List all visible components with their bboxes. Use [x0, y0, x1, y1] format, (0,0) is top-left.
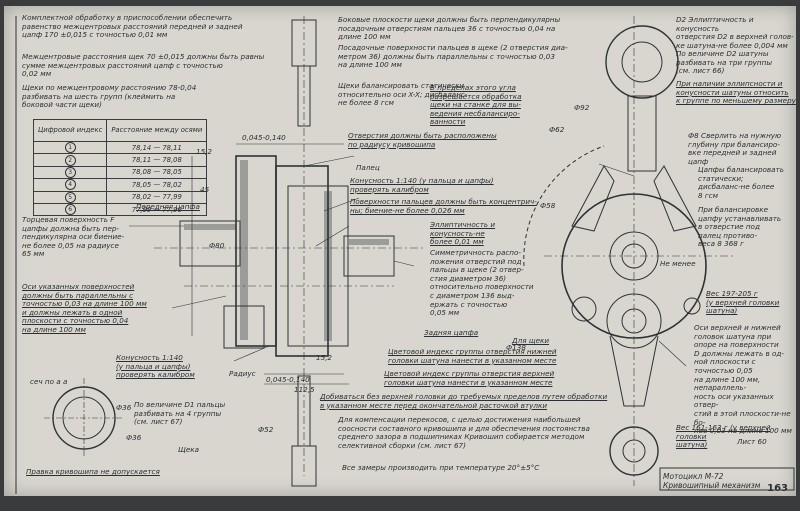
- dim-8: Ф36: [116, 403, 132, 412]
- note-ellipse-group: При наличии эллипсности и конусности шат…: [676, 79, 796, 106]
- note-ellipse: Эллиптичность и конусность-не более 0,01…: [430, 220, 496, 247]
- label-radius: Радиус: [229, 369, 256, 378]
- note-seat-parallel: Посадочные поверхности пальцев в щеке (2…: [338, 43, 568, 70]
- note-d2-groups: По величине D2 шатуны разбивать на три г…: [676, 49, 772, 76]
- dim-12: Ф80: [209, 241, 225, 250]
- note-weight-2: Вес 161-163 г (у верхней головки шатуна): [676, 423, 771, 450]
- note-color-lower: Цветовой индекс группы отверстия нижней …: [388, 347, 557, 365]
- note-journal-balance: Цапфы балансировать статически; дисбалан…: [698, 165, 784, 200]
- dim-7: Ф138: [506, 343, 526, 352]
- note-d2-ellipse: D2 Эллиптичность и конусность отверстия …: [676, 15, 794, 50]
- note-cheek-groups: Щеки по межцентровому расстоянию 78-0,04…: [22, 83, 197, 110]
- note-selective-assembly: Для компенсации перекосов, с целью дости…: [338, 415, 590, 450]
- note-balance-rule: При балансировке цапфу устанавливать в о…: [698, 205, 782, 249]
- dim-2: 15,2: [196, 147, 213, 156]
- note-angle-limits: В пределах этого угла разрешается обрабо…: [430, 83, 522, 127]
- technical-drawing: [15, 16, 795, 494]
- label-pin: Палец: [356, 163, 380, 172]
- title-model: Мотоцикл М-72: [663, 472, 724, 481]
- note-balance-cheek: Щеки балансировать статически относитель…: [338, 81, 468, 108]
- note-pin-runout: Поверхности пальцев должны быть концентр…: [350, 197, 537, 215]
- dim-3: 45: [200, 185, 210, 194]
- note-cheek-distances: Межцентровые расстояния щек 70 ±0,015 до…: [22, 52, 265, 79]
- note-equal-distances: Комплектной обработку в приспособлении о…: [22, 13, 243, 40]
- note-holes-radius: Отверстия должны быть расположены по рад…: [348, 131, 497, 149]
- dim-13: Ф52: [258, 425, 274, 434]
- dim-10: Ф58: [540, 201, 556, 210]
- dim-14: Ф92: [574, 103, 590, 112]
- note-taper-left: Конусность 1:140 (у пальца и цапфы) пров…: [116, 353, 195, 380]
- note-no-straightening: Правка кривошипа не допускается: [26, 467, 160, 476]
- note-axes-parallel: Оси указанных поверхностей должны быть п…: [22, 282, 147, 334]
- label-sheet: Лист 60: [737, 437, 767, 446]
- label-cheek: Щека: [178, 445, 200, 454]
- note-d1-groups: По величине D1 пальцы разбивать на 4 гру…: [134, 400, 226, 427]
- dim-6: 15,2: [316, 353, 333, 362]
- note-temperature: Все замеры производить при температуре 2…: [342, 463, 540, 472]
- drawing-sheet: Комплектной обработку в приспособлении о…: [4, 6, 796, 496]
- dim-4: 0,045-0,140: [266, 375, 310, 384]
- note-upper-head-machining: Добиваться без верхней головки до требуе…: [320, 392, 608, 410]
- label-rear-journal: Задняя цапфа: [424, 328, 479, 337]
- label-for-cheek: Для щеки: [512, 336, 550, 345]
- group-table: Цифровой индекс Расстояние между осями 1…: [32, 119, 208, 217]
- note-color-upper: Цветовой индекс группы отверстия верхней…: [384, 369, 555, 387]
- note-weight-upper: Вес 197-205 г (у верхней головки шатуна): [706, 289, 780, 316]
- note-face-runout: Торцевая поверхность F цапфы должна быть…: [22, 215, 125, 259]
- title-part: Кривошипный механизм: [663, 481, 761, 490]
- dim-1: 0,045-0,140: [242, 133, 286, 142]
- note-side-planes: Боковые плоскости щеки должны быть перпе…: [338, 15, 561, 42]
- label-front-journal: Передняя цапфа: [136, 202, 200, 211]
- note-taper-center: Конусность 1:140 (у пальца и цапфы) пров…: [350, 176, 494, 194]
- note-symmetry: Симметричность распо- ложения отверстий …: [430, 248, 534, 318]
- dim-5: 112,5: [294, 385, 315, 394]
- dim-11: Ф62: [549, 125, 565, 134]
- note-drill: Ф8 Сверлить на нужную глубину при баланс…: [688, 131, 782, 166]
- group-table-header-range: Расстояние между осями: [106, 119, 208, 142]
- page-number: 163: [767, 483, 788, 494]
- section-label: сеч по а а: [30, 377, 68, 386]
- title-block: Мотоцикл М-72 Кривошипный механизм: [663, 472, 760, 490]
- group-table-header-index: Цифровой индекс: [32, 119, 108, 142]
- note-head-axes: Оси верхней и нижней головок шатуна при …: [694, 323, 792, 436]
- dim-9: Ф36: [126, 433, 142, 442]
- label-not-less: Не менее: [660, 259, 696, 268]
